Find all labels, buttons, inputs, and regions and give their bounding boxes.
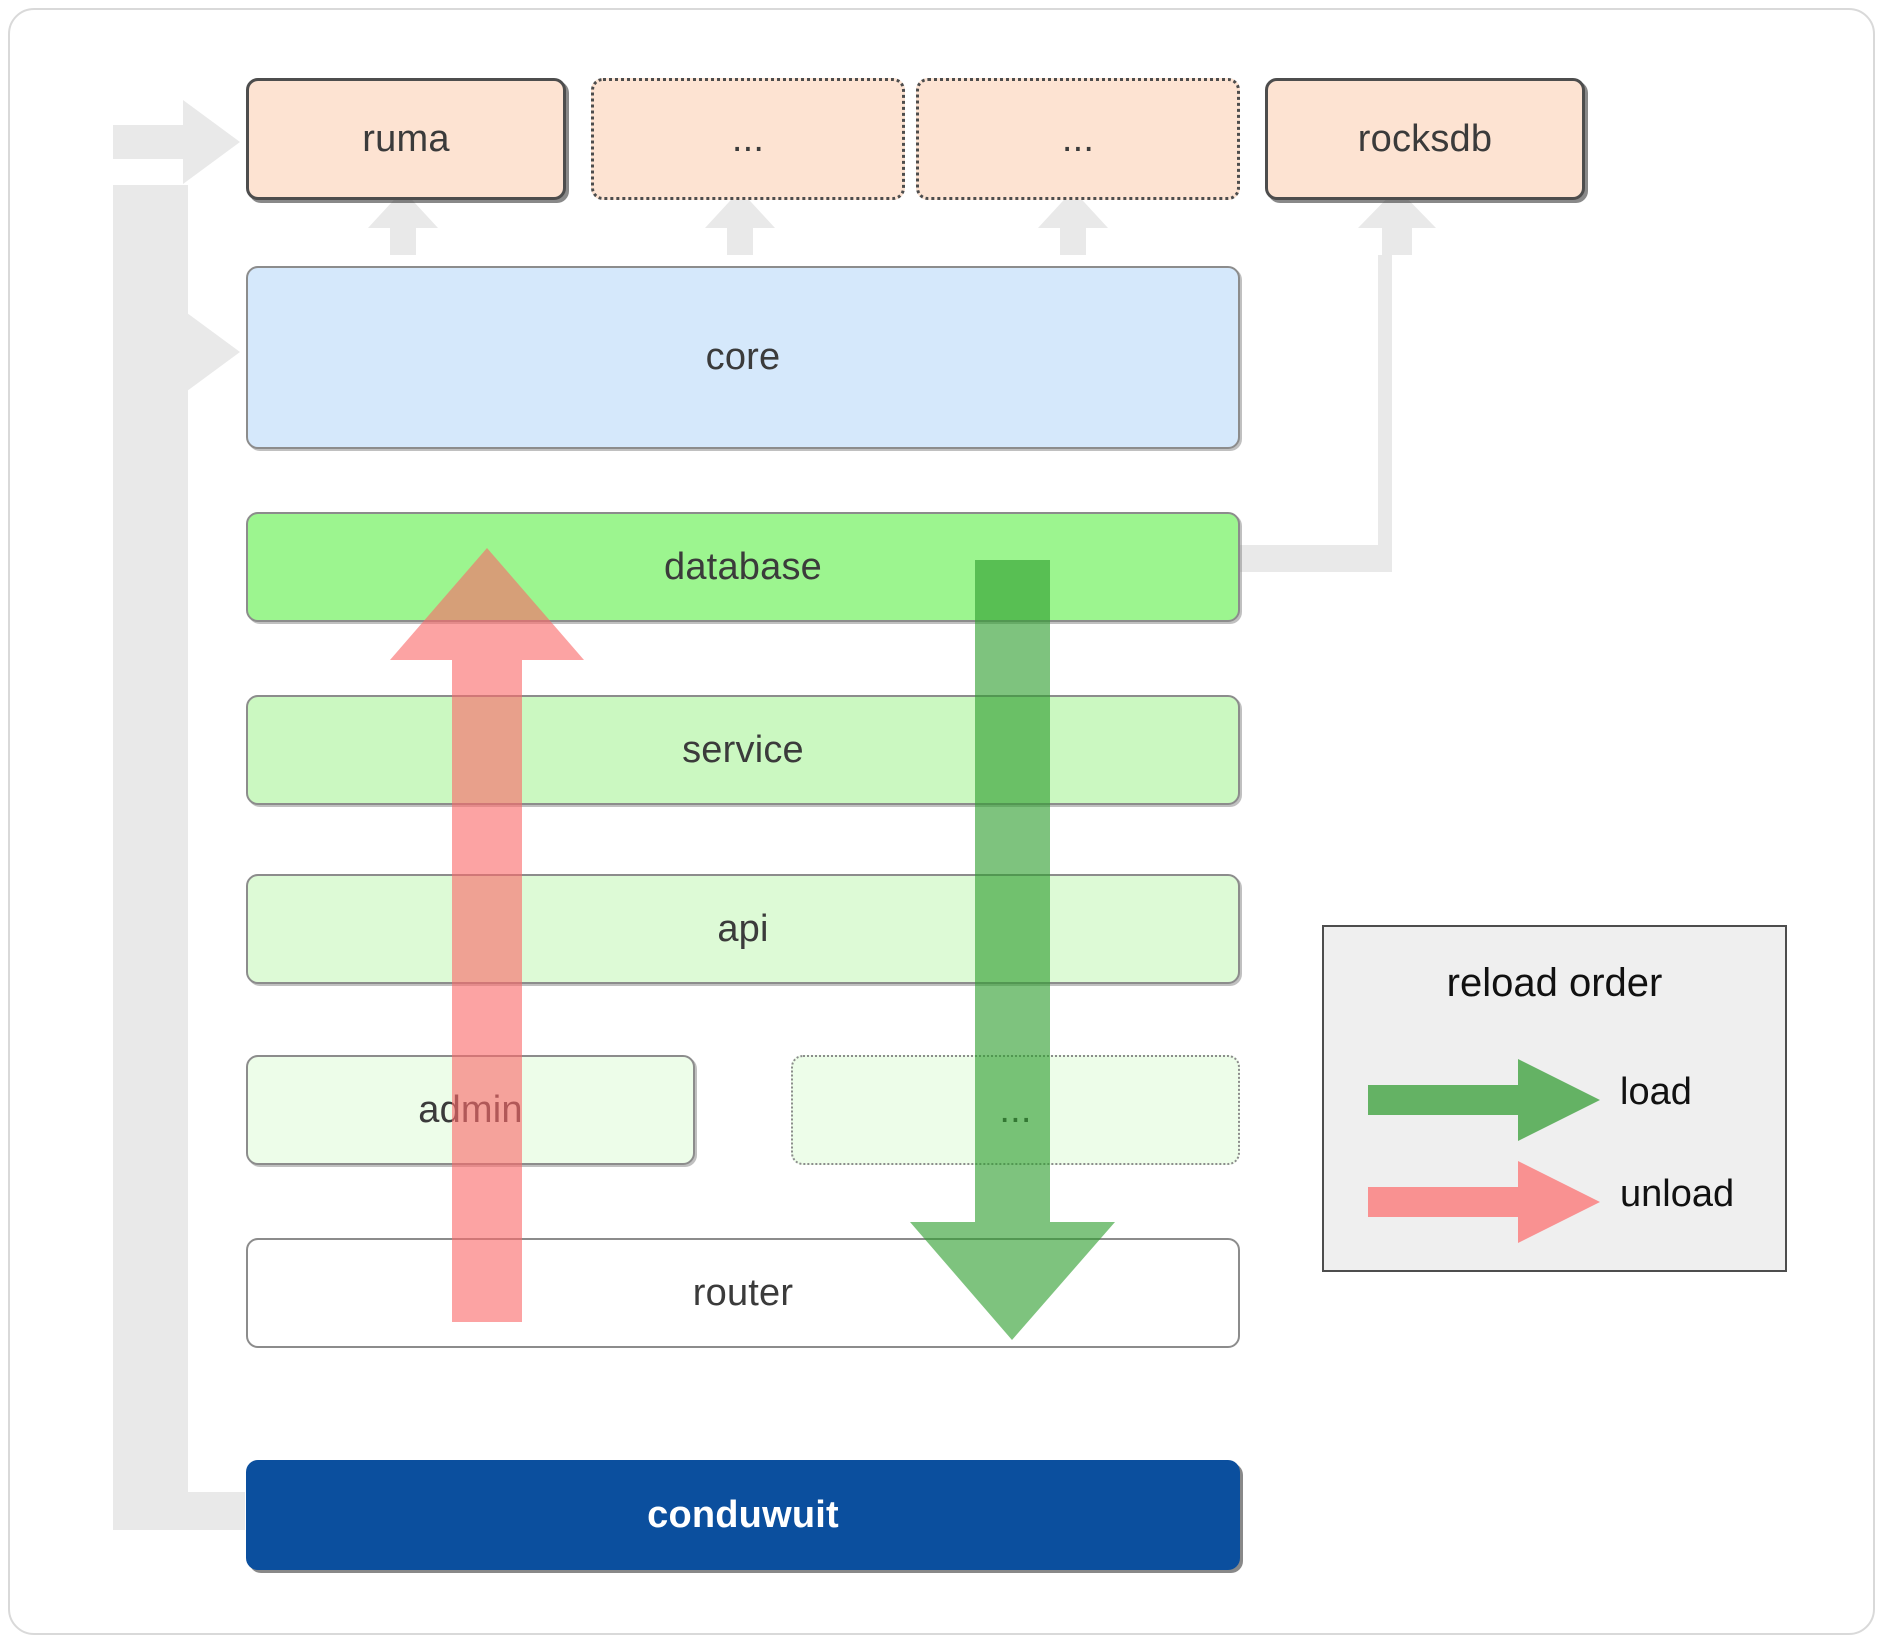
legend-label-load: load [1620, 1071, 1692, 1113]
load-arrow-icon [1368, 1059, 1600, 1141]
diagram-card [8, 8, 1875, 1635]
node-rocksdb[interactable]: rocksdb [1265, 78, 1585, 200]
node-conduwuit-label: conduwuit [647, 1493, 839, 1536]
node-bottom-ellipsis[interactable]: ... [791, 1055, 1240, 1165]
unload-arrow-icon [1368, 1161, 1600, 1243]
legend-title: reload order [1446, 961, 1663, 1005]
node-rocksdb-label: rocksdb [1357, 117, 1493, 160]
node-database-label: database [664, 545, 822, 588]
node-top-ellipsis-2-label: ... [1061, 117, 1095, 160]
node-admin-label: admin [418, 1088, 523, 1131]
legend-row-unload: unload [1324, 1157, 1785, 1247]
node-core-label: core [705, 336, 781, 378]
node-conduwuit[interactable]: conduwuit [246, 1460, 1240, 1570]
node-admin[interactable]: admin [246, 1055, 695, 1165]
node-ruma[interactable]: ruma [246, 78, 566, 200]
legend-label-unload: unload [1620, 1173, 1735, 1215]
node-ruma-label: ruma [362, 117, 450, 160]
node-service-label: service [682, 728, 804, 771]
node-top-ellipsis-2[interactable]: ... [916, 78, 1240, 200]
node-service[interactable]: service [246, 695, 1240, 805]
node-router[interactable]: router [246, 1238, 1240, 1348]
legend-row-load: load [1324, 1055, 1785, 1145]
legend-panel: reload order load unload [1322, 925, 1787, 1272]
node-router-label: router [692, 1271, 794, 1314]
node-api-label: api [717, 907, 769, 950]
node-api[interactable]: api [246, 874, 1240, 984]
node-core[interactable]: core [246, 266, 1240, 449]
node-bottom-ellipsis-label: ... [999, 1088, 1032, 1131]
node-database[interactable]: database [246, 512, 1240, 622]
node-top-ellipsis-1-label: ... [731, 117, 765, 160]
node-top-ellipsis-1[interactable]: ... [591, 78, 905, 200]
